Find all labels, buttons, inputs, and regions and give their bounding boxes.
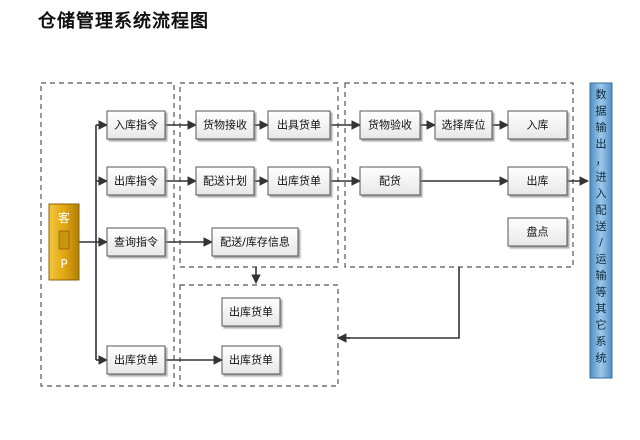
svg-text:出具货单: 出具货单 (277, 118, 321, 132)
stock-out-node[interactable]: 出库 (507, 166, 568, 196)
svg-text:盘点: 盘点 (527, 225, 549, 239)
outbound-instruction-node[interactable]: 出库指令 (106, 166, 166, 196)
svg-text:出库货单: 出库货单 (277, 174, 321, 188)
svg-text:货物验收: 货物验收 (368, 118, 412, 132)
svg-text:出库指令: 出库指令 (114, 174, 158, 188)
svg-text:查询指令: 查询指令 (114, 235, 158, 249)
query-instruction-node[interactable]: 查询指令 (106, 227, 166, 257)
allocation-node[interactable]: 配货 (359, 166, 421, 196)
svg-text:出库货单: 出库货单 (114, 353, 158, 367)
outbound-doc-instruction-node[interactable]: 出库货单 (106, 345, 166, 375)
outbound-receipt-node[interactable]: 出库货单 (267, 166, 331, 196)
delivery-stock-info-node[interactable]: 配送/库存信息 (211, 227, 299, 257)
inspection-node[interactable]: 货物验收 (359, 110, 421, 140)
page-title: 仓储管理系统流程图 (38, 11, 209, 32)
svg-text:配货: 配货 (379, 174, 401, 188)
svg-text:出库货单: 出库货单 (229, 305, 273, 319)
svg-text:入库: 入库 (527, 119, 549, 132)
svg-text:入库指令: 入库指令 (114, 118, 158, 132)
connectors (79, 120, 589, 365)
client-sub-label: P (60, 257, 67, 271)
stock-in-node[interactable]: 入库 (507, 110, 568, 140)
svg-text:配送计划: 配送计划 (203, 174, 247, 188)
instruction-group-frame (40, 82, 175, 387)
inventory-node[interactable]: 盘点 (507, 217, 568, 247)
client-label: 客 (58, 210, 70, 225)
output-side-panel-text: 数据输出，进入配送/运输等其它系统 (596, 88, 607, 365)
select-location-node[interactable]: 选择库位 (434, 110, 493, 140)
svg-text:货物接收: 货物接收 (203, 118, 247, 132)
goods-receive-node[interactable]: 货物接收 (195, 110, 255, 140)
svg-text:配送/库存信息: 配送/库存信息 (220, 235, 290, 249)
outbound-doc-upper-node[interactable]: 出库货单 (221, 297, 281, 327)
client-block[interactable]: 客 P (48, 203, 80, 281)
issue-receipt-node[interactable]: 出具货单 (267, 110, 331, 140)
svg-text:出库: 出库 (527, 174, 549, 188)
svg-text:选择库位: 选择库位 (442, 118, 486, 132)
delivery-plan-node[interactable]: 配送计划 (195, 166, 255, 196)
output-side-panel[interactable]: 数据输出，进入配送/运输等其它系统 (589, 82, 613, 379)
inbound-instruction-node[interactable]: 入库指令 (106, 110, 166, 140)
svg-text:出库货单: 出库货单 (229, 353, 273, 367)
outbound-doc-lower-node[interactable]: 出库货单 (221, 345, 281, 375)
